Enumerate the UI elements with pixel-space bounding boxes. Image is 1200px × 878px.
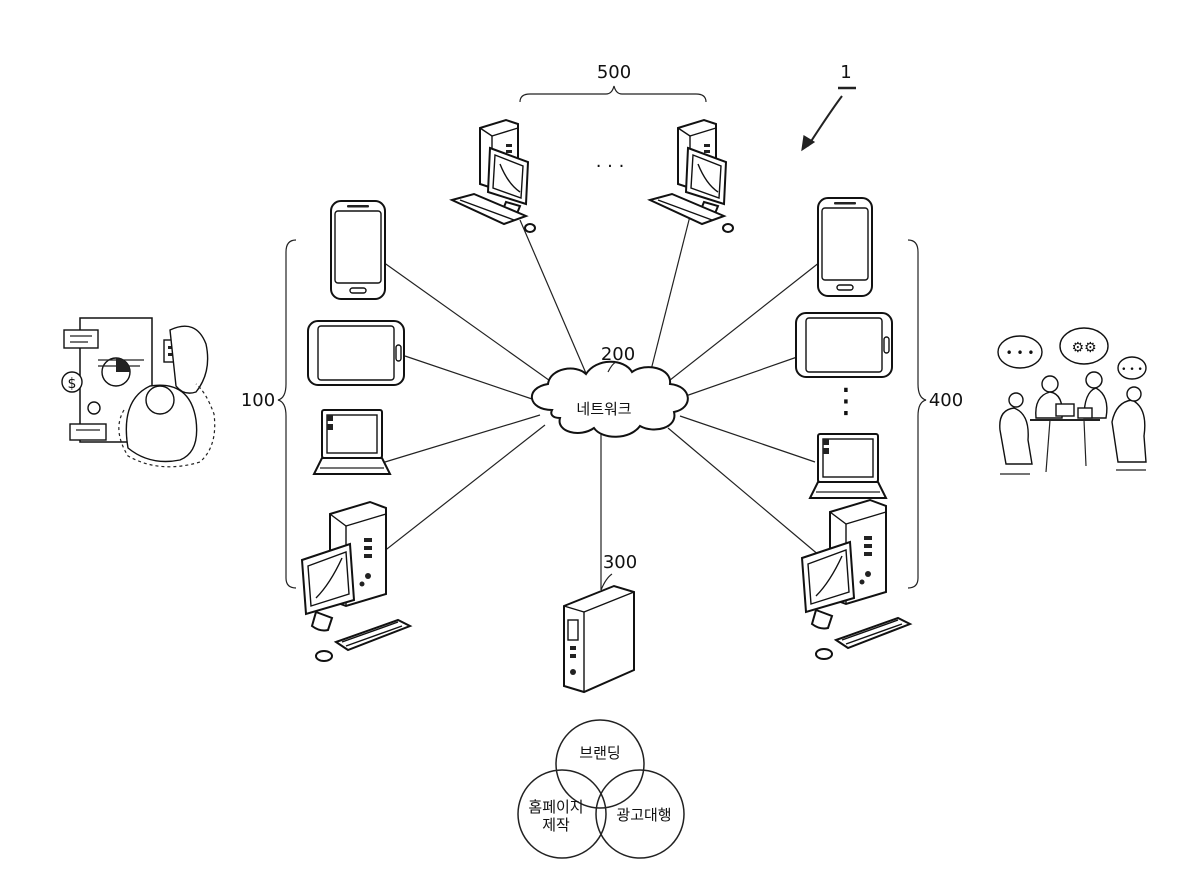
server-label: 300 bbox=[603, 552, 637, 573]
agency-ellipsis: · · · bbox=[596, 156, 625, 177]
agency-pc-2 bbox=[650, 120, 733, 232]
client-laptop bbox=[810, 434, 886, 498]
network-label: 네트워크 bbox=[576, 400, 631, 418]
user-laptop bbox=[314, 410, 390, 474]
client-tablet bbox=[796, 313, 892, 377]
client-desktop bbox=[802, 500, 910, 659]
dollar-icon: $ bbox=[68, 376, 77, 392]
user-tablet bbox=[308, 321, 404, 385]
meeting-illustration: • • • ⚙⚙ • • • bbox=[998, 328, 1146, 474]
chat-dots-small-icon: • • • bbox=[1121, 365, 1143, 375]
agency-terminals-label: 500 bbox=[597, 62, 631, 83]
service-venn: 브랜딩 홈페이지 제작 광고대행 bbox=[518, 720, 684, 858]
chat-dots-icon: • • • bbox=[1006, 346, 1035, 360]
user-terminals-label: 100 bbox=[241, 390, 275, 411]
agency-pc-1 bbox=[452, 120, 535, 232]
business-illustration: $ bbox=[62, 318, 215, 467]
user-phone bbox=[331, 201, 385, 299]
network-cloud: 네트워크 200 bbox=[532, 344, 688, 437]
venn-branding: 브랜딩 bbox=[579, 744, 620, 762]
venn-homepage-line1: 홈페이지 bbox=[528, 798, 583, 816]
venn-homepage-line2: 제작 bbox=[542, 816, 570, 834]
agency-terminals-group: 500 · · · bbox=[452, 62, 733, 232]
gear-icon: ⚙⚙ bbox=[1071, 340, 1096, 356]
figure-number: 1 bbox=[840, 62, 851, 83]
client-vertical-ellipsis: ⋮ bbox=[829, 381, 863, 421]
user-desktop bbox=[302, 502, 410, 661]
figure-indicator: 1 bbox=[802, 62, 856, 150]
network-ref-label: 200 bbox=[601, 344, 635, 365]
venn-advertising: 광고대행 bbox=[616, 806, 671, 824]
client-phone bbox=[818, 198, 872, 296]
client-terminals-group: 400 ⋮ bbox=[796, 198, 963, 659]
user-terminals-group: 100 bbox=[241, 201, 410, 661]
client-terminals-label: 400 bbox=[929, 390, 963, 411]
